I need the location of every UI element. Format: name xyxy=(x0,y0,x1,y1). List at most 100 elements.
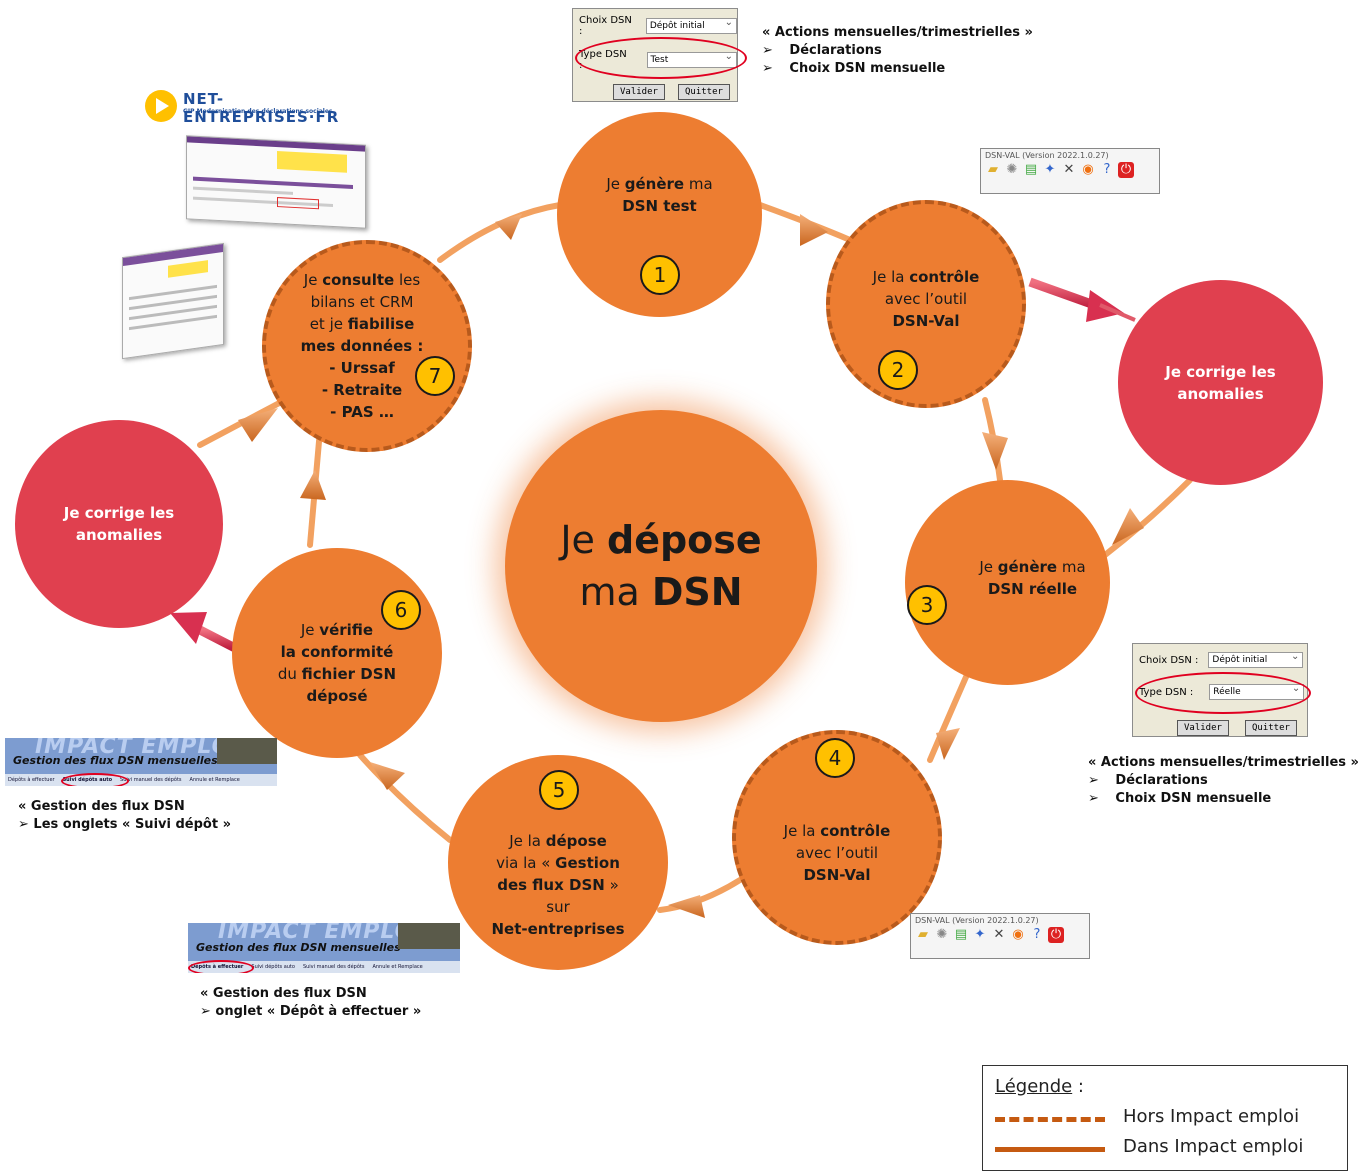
help-icon[interactable]: ? xyxy=(1033,927,1041,942)
tools-icon[interactable]: ✕ xyxy=(1063,162,1075,177)
impact-emploi-banner-bottom: IMPACT EMPLOI Gestion des flux DSN mensu… xyxy=(188,923,460,973)
banner-subtitle-2: Gestion des flux DSN mensuelles xyxy=(196,941,401,954)
banner-photo xyxy=(217,738,277,764)
step-3-circle: Je génère ma DSN réelle xyxy=(905,480,1110,685)
tab-annule-remplace[interactable]: Annule et Remplace xyxy=(189,777,240,783)
tab-highlight-oval xyxy=(61,773,129,786)
center-text-2a: ma xyxy=(579,570,652,614)
legend-dashed-label: Hors Impact emploi xyxy=(1123,1106,1300,1127)
valider-button[interactable]: Valider xyxy=(613,84,665,100)
legend-title: Légende xyxy=(995,1076,1073,1097)
center-text-1a: Je xyxy=(560,518,607,562)
legend-colon: : xyxy=(1072,1076,1084,1097)
net-entreprises-logo: NET-ENTREPRISES·FR GIP Modernisation des… xyxy=(145,90,365,126)
arrowhead-2-3 xyxy=(982,432,1008,470)
valider-button-2[interactable]: Valider xyxy=(1177,720,1229,736)
arrowhead-corr-3 xyxy=(1112,508,1144,545)
legend-dashed-line xyxy=(995,1117,1105,1122)
step-6-circle: Je vérifie la conformité du fichier DSN … xyxy=(232,548,442,758)
orange-circle-icon[interactable]: ◉ xyxy=(1082,162,1094,177)
step-1-badge: 1 xyxy=(640,255,680,295)
power-icon[interactable]: ⏻ xyxy=(1048,927,1064,943)
arrowhead-3-4 xyxy=(936,728,960,760)
banner-photo-2 xyxy=(398,923,460,949)
banner-tabs: Dépôts à effectuer Suivi dépôts auto Sui… xyxy=(5,774,277,786)
tab-depots-a-effectuer[interactable]: Dépôts à effectuer xyxy=(8,777,55,783)
arrowheads xyxy=(238,214,1144,918)
folder-icon[interactable]: ▰ xyxy=(988,162,998,177)
dsn-val-toolbar-top: DSN-VAL (Version 2022.1.0.27) ▰ ✺ ▤ ✦ ✕ … xyxy=(980,148,1160,194)
dsn-val-toolbar-bottom: DSN-VAL (Version 2022.1.0.27) ▰ ✺ ▤ ✦ ✕ … xyxy=(910,913,1090,959)
quitter-button-2[interactable]: Quitter xyxy=(1245,720,1297,736)
net-entreprises-screenshot xyxy=(186,135,366,229)
quitter-button[interactable]: Quitter xyxy=(678,84,730,100)
note-actions-right: « Actions mensuelles/trimestrielles » ➢ … xyxy=(1088,755,1359,806)
highlight-oval-2 xyxy=(1135,672,1311,714)
folder-icon[interactable]: ▰ xyxy=(918,927,928,942)
toolbar-title: DSN-VAL (Version 2022.1.0.27) xyxy=(985,151,1109,160)
choix-dsn-select-2[interactable]: Dépôt initial xyxy=(1208,650,1304,668)
connector-7-1 xyxy=(437,202,563,263)
toolbar-title-2: DSN-VAL (Version 2022.1.0.27) xyxy=(915,916,1039,925)
note-gestion-left: « Gestion des flux DSN ➢ Les onglets « S… xyxy=(18,799,231,832)
arrowhead-corr-7 xyxy=(238,408,278,442)
step-4-badge: 4 xyxy=(815,738,855,778)
tab-suivi-manuel-2[interactable]: Suivi manuel des dépôts xyxy=(302,964,365,970)
orange-circle-icon[interactable]: ◉ xyxy=(1012,927,1024,942)
arrowhead-6-7 xyxy=(300,470,326,500)
error-arrow-6-shaft xyxy=(197,625,238,653)
arrowhead-5-6 xyxy=(370,762,405,790)
banner-title-2: IMPACT EMPLOI xyxy=(218,923,424,944)
power-icon[interactable]: ⏻ xyxy=(1118,162,1134,178)
tab-suivi-manuel[interactable]: Suivi manuel des dépôts xyxy=(120,777,182,783)
dsn-dialog-test: Choix DSN :Dépôt initial Type DSN :Test … xyxy=(572,8,747,102)
arrowhead-1-2 xyxy=(800,214,828,246)
legend: Légende : Hors Impact emploi Dans Impact… xyxy=(982,1065,1348,1171)
note-gestion-bottom: « Gestion des flux DSN ➢ onglet « Dépôt … xyxy=(200,986,422,1019)
center-text-1b: dépose xyxy=(607,518,762,562)
help-icon[interactable]: ? xyxy=(1103,162,1111,177)
connector-5-6 xyxy=(357,752,453,843)
step-5-badge: 5 xyxy=(539,770,579,810)
choix-dsn-label-2: Choix DSN : xyxy=(1139,654,1199,666)
arrowhead-4-5 xyxy=(668,895,705,918)
logo-name: NET-ENTREPRISES·FR xyxy=(183,90,340,126)
center-circle: Je dépose ma DSN xyxy=(505,410,817,722)
legend-solid-line xyxy=(995,1147,1105,1152)
note-actions-top: « Actions mensuelles/trimestrielles » ➢ … xyxy=(762,25,1033,76)
error-arrow-2-shaft xyxy=(1028,277,1102,312)
impact-emploi-banner-left: IMPACT EMPLOI Gestion des flux DSN mensu… xyxy=(5,738,277,786)
banner-title: IMPACT EMPLOI xyxy=(35,738,241,759)
connector-corr-3 xyxy=(1102,477,1193,558)
document-icon[interactable]: ▤ xyxy=(954,927,968,942)
pin-icon[interactable]: ✦ xyxy=(974,927,986,942)
arrowhead-7-1 xyxy=(495,214,522,240)
error-arrow-6-head xyxy=(170,612,207,644)
tab-annule-remplace-2[interactable]: Annule et Remplace xyxy=(372,964,423,970)
choix-dsn-select[interactable]: Dépôt initial xyxy=(645,16,737,34)
dsn-dialog-reelle: Choix DSN :Dépôt initial Type DSN :Réell… xyxy=(1132,643,1311,737)
step-2-badge: 2 xyxy=(878,350,918,390)
center-text-2b: DSN xyxy=(651,570,743,614)
step-3-badge: 3 xyxy=(907,585,947,625)
tab-suivi-depots-auto-2[interactable]: Suivi dépôts auto xyxy=(251,964,295,970)
error-arrows xyxy=(170,277,1136,653)
tab-highlight-oval-2 xyxy=(188,960,254,973)
error-arrow-2-tail xyxy=(1099,303,1136,322)
step-6-badge: 6 xyxy=(381,590,421,630)
highlight-oval xyxy=(575,37,747,79)
legend-solid-label: Dans Impact emploi xyxy=(1123,1136,1304,1157)
step-2-circle: Je la contrôle avec l’outil DSN-Val xyxy=(826,200,1026,408)
logo-play-icon xyxy=(145,90,177,122)
gear-icon[interactable]: ✺ xyxy=(1006,162,1018,177)
step-7-circle: Je consulte les bilans et CRM et je fiab… xyxy=(262,240,472,452)
bilan-screenshot xyxy=(122,242,224,360)
gear-icon[interactable]: ✺ xyxy=(936,927,948,942)
tools-icon[interactable]: ✕ xyxy=(993,927,1005,942)
pin-icon[interactable]: ✦ xyxy=(1044,162,1056,177)
choix-dsn-label: Choix DSN : xyxy=(579,15,632,37)
document-icon[interactable]: ▤ xyxy=(1024,162,1038,177)
